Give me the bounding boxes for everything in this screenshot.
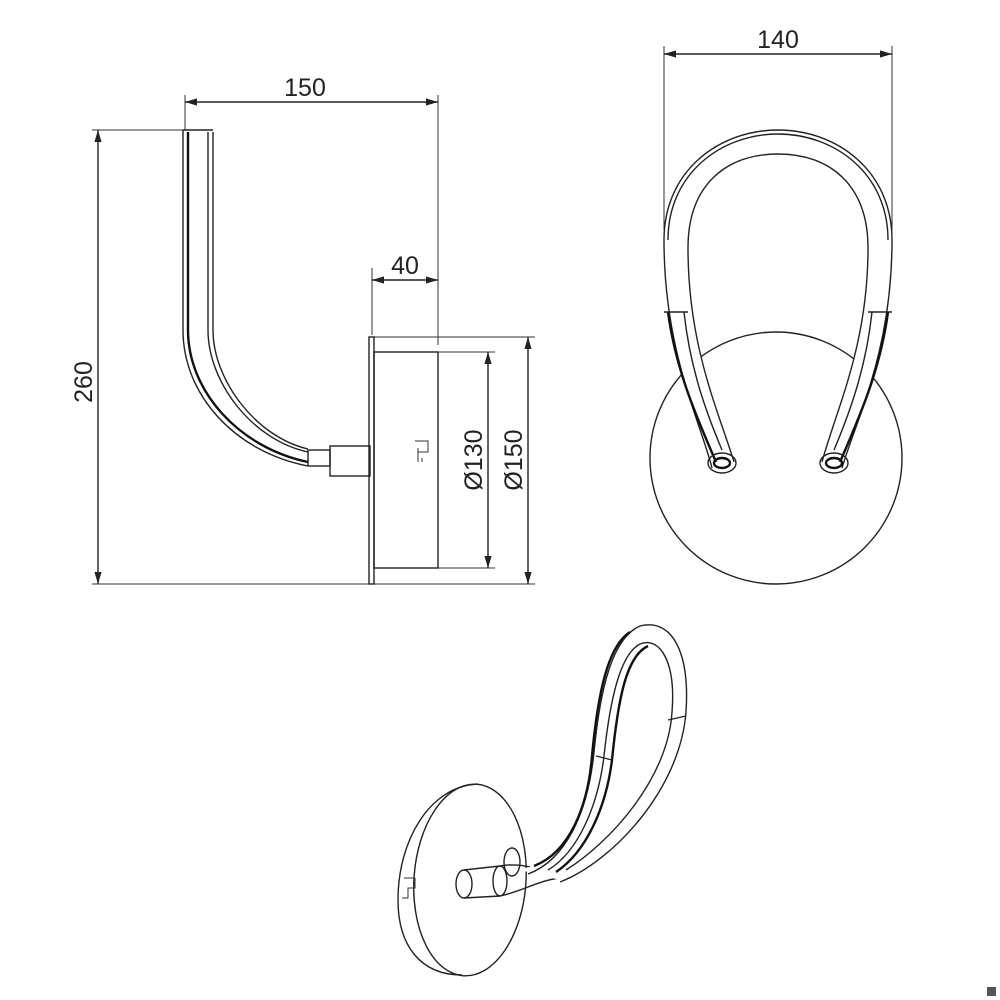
arm-led-edge xyxy=(186,132,309,464)
arm-end-cap-left xyxy=(707,452,737,474)
iso-hook-slot xyxy=(402,877,416,899)
iso-connector-body xyxy=(463,865,501,899)
arm-inner-edge-2 xyxy=(212,132,309,450)
isometric-view xyxy=(397,624,688,977)
loop-arm-inner-led-left xyxy=(683,311,723,451)
iso-plate-front-face xyxy=(413,783,527,977)
loop-arm-middle-edge xyxy=(667,133,889,241)
dimension-label-base-depth: 40 xyxy=(391,252,419,280)
iso-arm-joint-2 xyxy=(595,755,613,761)
canopy-box-side xyxy=(373,351,439,569)
iso-arm-fill xyxy=(520,626,687,880)
round-wall-plate xyxy=(649,331,903,585)
front-view: 140 xyxy=(649,26,903,585)
arm-inner-edge xyxy=(207,132,309,453)
connector-inner xyxy=(307,449,331,467)
arm-outer-edge xyxy=(182,130,309,467)
iso-arm-inner-edge xyxy=(547,641,674,871)
arm-end-cap-right-inner xyxy=(824,456,844,470)
iso-arm-led-edge xyxy=(533,630,631,868)
arm-end-cap-left-inner xyxy=(712,456,732,470)
connector-outer xyxy=(329,445,371,477)
iso-plate-back-edge xyxy=(397,783,479,976)
loop-arm-outer-edge xyxy=(663,129,893,469)
dimension-label-inner-diameter: Ø130 xyxy=(460,429,488,490)
dimension-label-front-width: 140 xyxy=(757,26,799,54)
dimension-label-side-width: 150 xyxy=(284,74,326,102)
corner-mark xyxy=(987,987,996,996)
iso-arm-joint xyxy=(667,715,687,721)
side-view: 150 40 260 Ø130 Ø150 xyxy=(70,74,535,585)
dimension-label-outer-diameter: Ø150 xyxy=(500,429,528,490)
loop-arm-led-right xyxy=(838,311,890,463)
arm-end-cap-right xyxy=(819,452,849,474)
dimension-label-side-height: 260 xyxy=(70,361,98,403)
loop-arm-inner-edge xyxy=(687,153,869,463)
iso-connector-end xyxy=(455,869,473,899)
loop-arm-inner-led-right xyxy=(833,311,873,451)
hook-slot xyxy=(415,440,429,462)
loop-arm-led-left xyxy=(666,311,718,463)
iso-connector-upper xyxy=(503,847,521,877)
